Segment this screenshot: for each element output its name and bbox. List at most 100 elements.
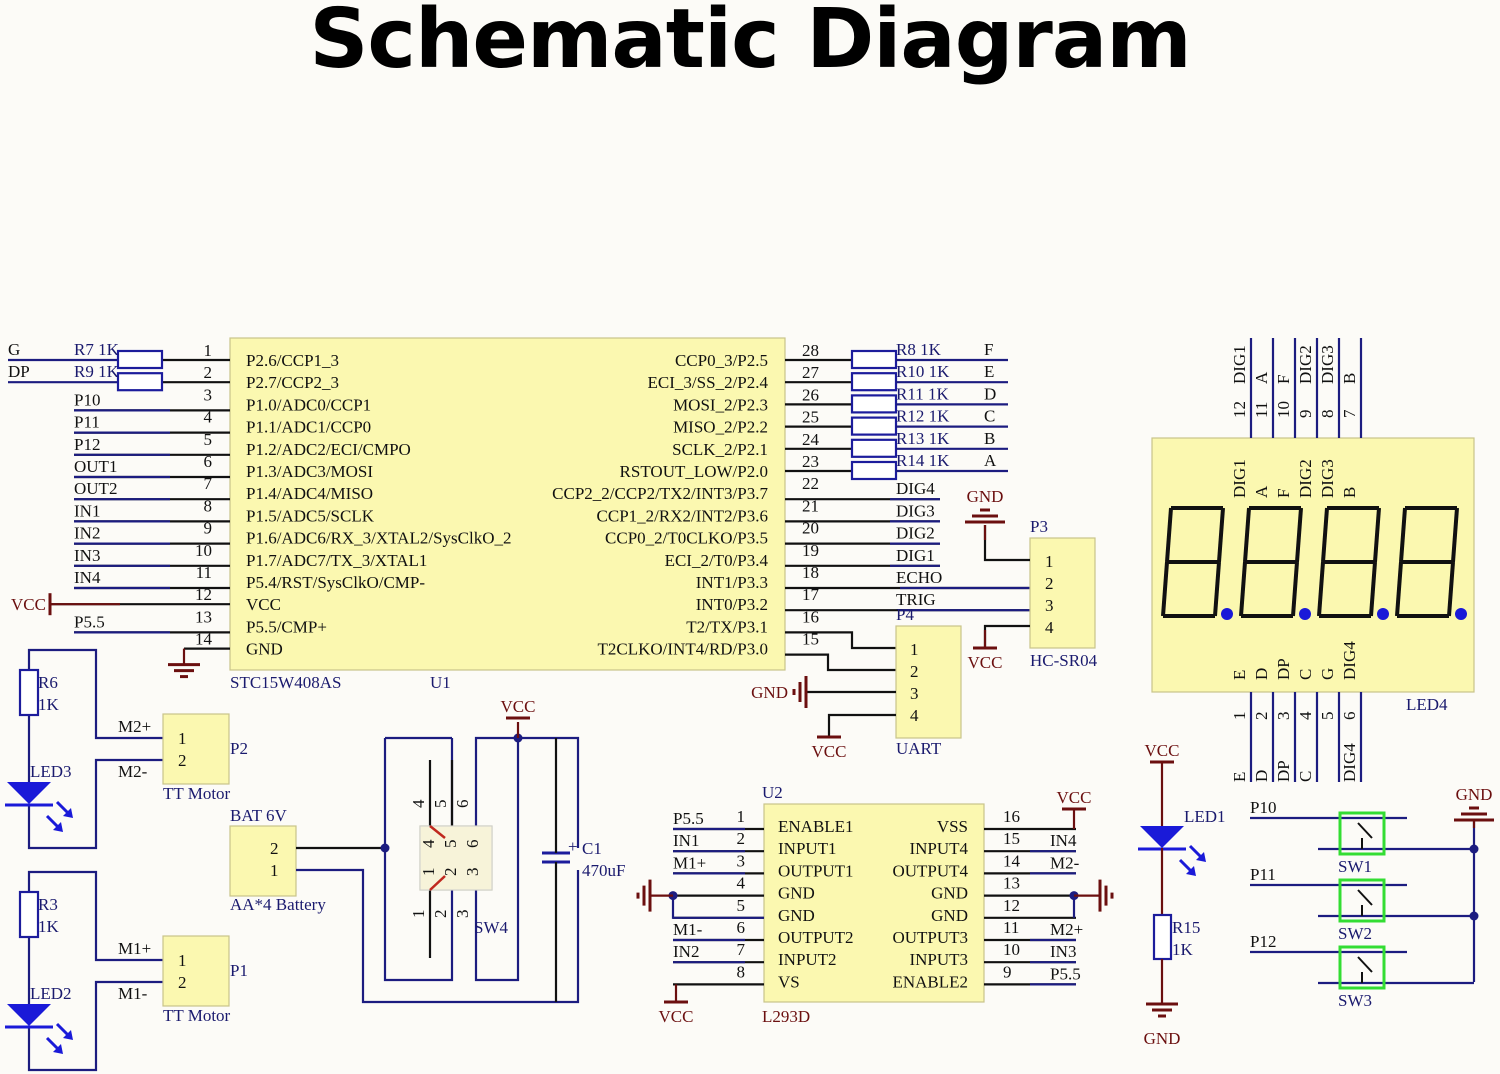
- u2-pin-name: OUTPUT2: [778, 928, 854, 947]
- net-label: DIG1: [896, 546, 935, 565]
- u1-pin-name: P1.6/ADC6/RX_3/XTAL2/SysClkO_2: [246, 529, 511, 548]
- u1-pin-number: 13: [195, 607, 212, 626]
- resistor-icon: [850, 394, 898, 414]
- led4-pin-name: DIG1: [1230, 459, 1249, 498]
- ground-label: GND: [967, 487, 1004, 506]
- u1-pin-number: 21: [802, 496, 819, 515]
- sw4-pin-number: 5: [441, 840, 460, 849]
- resistor-icon: [850, 349, 898, 370]
- led4-pin-number: 2: [1252, 712, 1271, 721]
- wire: [785, 653, 896, 672]
- segment: [1447, 561, 1455, 617]
- led4-pin-number: 11: [1252, 402, 1271, 418]
- u1-pin-number: 18: [802, 563, 819, 582]
- connector-pin-number: 2: [178, 973, 187, 992]
- net-label: DIG3: [896, 501, 935, 520]
- ground-label: GND: [1144, 1029, 1181, 1048]
- battery-part-label: AA*4 Battery: [230, 895, 326, 914]
- net-label: P10: [1250, 798, 1276, 817]
- segment: [1369, 561, 1377, 617]
- led4-pin-number: 5: [1318, 712, 1337, 721]
- resistor-icon: [18, 668, 40, 717]
- net-label: C: [984, 407, 995, 426]
- u1-pin-name: P1.7/ADC7/TX_3/XTAL1: [246, 551, 427, 570]
- u1-pin-number: 27: [802, 363, 820, 382]
- resistor-label: R8 1K: [896, 340, 942, 359]
- segment: [1317, 561, 1325, 617]
- u2-pin-name: INPUT1: [778, 839, 837, 858]
- led4-pin-name: G: [1318, 668, 1337, 680]
- uart-pin-number: 3: [910, 684, 919, 703]
- led4-pin-name: C: [1296, 669, 1315, 680]
- wire: [474, 738, 520, 982]
- wire: [983, 624, 1030, 648]
- led4-net-label: DIG2: [1296, 345, 1315, 384]
- u1-pin-name: GND: [246, 640, 283, 659]
- led-arrow-icon: [63, 808, 73, 818]
- led4-pin-number: 6: [1340, 712, 1359, 721]
- led4-net-label: DP: [1274, 760, 1293, 782]
- led4-net-label: E: [1230, 772, 1249, 782]
- u1-pin-number: 24: [802, 430, 820, 449]
- led4-pin-number: 8: [1318, 410, 1337, 419]
- uart-pin-number: 1: [910, 640, 919, 659]
- net-label: DP: [8, 362, 30, 381]
- net-label: IN4: [74, 568, 101, 587]
- net-label: M2+: [118, 717, 151, 736]
- u2-ref-label: U2: [762, 783, 783, 802]
- net-label: P11: [1250, 865, 1276, 884]
- net-label: IN3: [1050, 942, 1076, 961]
- uart-body: [895, 625, 962, 739]
- switch-outline: [1338, 945, 1386, 990]
- led4-pin-number: 3: [1274, 712, 1293, 721]
- switch-outline: [1338, 811, 1386, 856]
- led-label: LED3: [30, 762, 72, 781]
- net-label: M1+: [673, 853, 706, 872]
- net-label: M2-: [118, 762, 148, 781]
- led4-pin-number: 7: [1340, 409, 1359, 418]
- resistor-label: R12 1K: [896, 407, 950, 426]
- wire: [983, 525, 1030, 562]
- wire: [27, 758, 163, 850]
- connector-pin-number: 2: [178, 751, 187, 770]
- u1-pin-number: 7: [204, 474, 213, 493]
- u1-pin-name: P5.4/RST/SysClkO/CMP-: [246, 573, 425, 592]
- pushbutton-switch-icon: [1338, 945, 1386, 990]
- led4-pin-name: DIG2: [1296, 459, 1315, 498]
- led4-net-label: F: [1274, 375, 1293, 384]
- u1-pin-name: INT0/P3.2: [696, 595, 768, 614]
- vcc-label: VCC: [968, 653, 1003, 672]
- u2-pin-number: 7: [737, 940, 746, 959]
- sw4-pin-number: 4: [409, 799, 428, 808]
- u1-pin-name: P1.4/ADC4/MISO: [246, 484, 373, 503]
- u2-pin-name: INPUT3: [909, 950, 968, 969]
- net-label: P11: [74, 413, 100, 432]
- u1-pin-name: CCP0_3/P2.5: [675, 351, 768, 370]
- vcc-label: VCC: [659, 1007, 694, 1026]
- u1-pin-number: 15: [802, 630, 819, 649]
- u1-pin-number: 14: [195, 630, 213, 649]
- seven-seg-digit: [1239, 506, 1311, 620]
- u1-pin-number: 12: [195, 585, 212, 604]
- u1-chip-body: [229, 337, 786, 671]
- u2-pin-name: ENABLE1: [778, 817, 854, 836]
- led-icon: [7, 782, 51, 804]
- capacitor-ref-label: C1: [582, 839, 602, 858]
- led4-net-label: DIG1: [1230, 345, 1249, 384]
- sw4-pin-number: 3: [453, 910, 472, 919]
- net-label: M1-: [118, 984, 148, 1003]
- led4-pin-name: E: [1230, 670, 1249, 680]
- u1-pin-name: P1.1/ADC1/CCP0: [246, 418, 371, 437]
- connector-part-label: TT Motor: [163, 784, 231, 803]
- u2-pin-name: OUTPUT4: [892, 861, 968, 880]
- sw4-pin-number: 1: [409, 910, 428, 919]
- resistor-icon: [850, 416, 898, 436]
- resistor-icon: [1152, 913, 1173, 961]
- switch-contact-icon: [429, 825, 446, 839]
- motor-connector-body: [162, 935, 230, 1007]
- net-label: P5.5: [673, 809, 704, 828]
- led4-pin-number: 12: [1230, 401, 1249, 418]
- resistor-icon: [116, 372, 164, 392]
- net-label: M1-: [673, 920, 703, 939]
